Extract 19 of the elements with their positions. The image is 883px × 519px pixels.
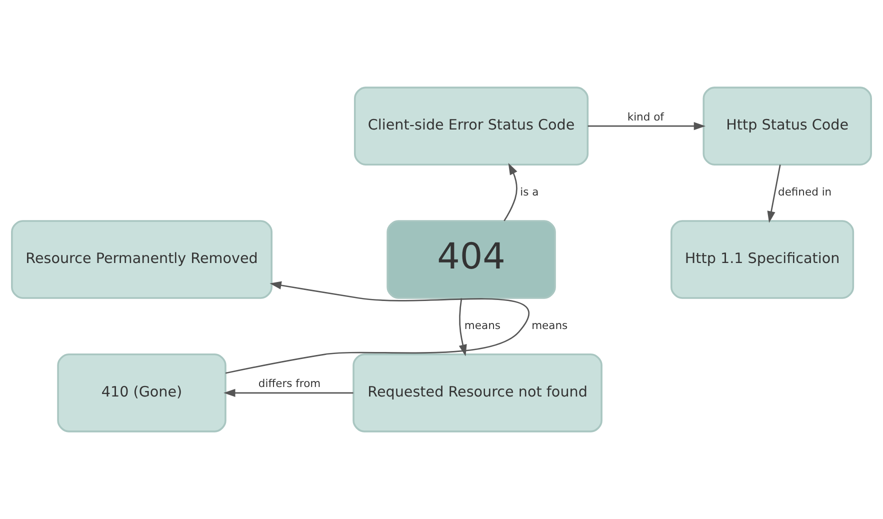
arrow bbox=[504, 162, 518, 222]
edge-label: kind of bbox=[627, 110, 664, 124]
edge-label: means bbox=[532, 318, 568, 332]
edge-label: means bbox=[464, 318, 500, 332]
arrow bbox=[458, 298, 467, 356]
arrow bbox=[225, 281, 530, 374]
arrow bbox=[224, 388, 354, 397]
node-box: Requested Resource not found bbox=[352, 354, 602, 432]
edge-label: defined in bbox=[778, 186, 832, 199]
node-box: Resource Permanently Removed bbox=[11, 220, 272, 299]
node-box: Client-side Error Status Code bbox=[354, 86, 589, 166]
arrow bbox=[588, 122, 706, 130]
node-box: Http 1.1 Specification bbox=[670, 220, 854, 299]
edge-label: is a bbox=[520, 186, 539, 199]
edge-label: differs from bbox=[258, 377, 321, 390]
arrow bbox=[767, 164, 781, 223]
node-box: 404 bbox=[386, 220, 556, 299]
node-box: 410 (Gone) bbox=[57, 354, 226, 432]
node-box: Http Status Code bbox=[702, 86, 872, 166]
